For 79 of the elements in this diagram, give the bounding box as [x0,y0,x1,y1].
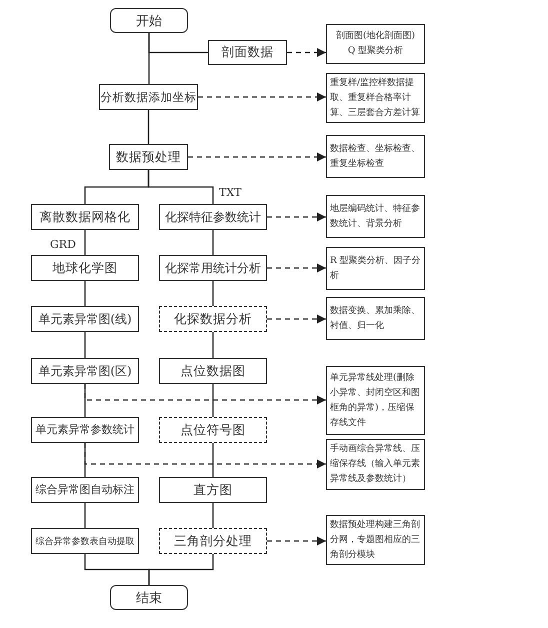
note-text: 地层编码统计、特征参数统计、背景分析 [330,202,421,230]
connector-line [148,110,150,144]
box-label: 剖面数据 [222,44,274,61]
box-label: 综合异常参数表自动提取 [36,534,134,548]
note-text: 数据检查、坐标检查、重复坐标检查 [330,142,421,170]
process-box [109,144,188,170]
connector-line [84,503,86,528]
box-label: 三角剖分处理 [174,532,252,550]
process-box [159,477,267,503]
process-box [31,417,139,443]
box-label: 综合异常图自动标注 [36,483,134,497]
box-label: 结束 [136,590,162,606]
process-box [31,477,139,503]
arrow [267,212,326,222]
data-format-label: GRD [50,238,76,251]
box-label: 数据预处理 [116,148,181,166]
data-format-label: TXT [219,186,242,199]
box-label: 化探数据分析 [174,310,252,328]
process-box [159,358,267,384]
process-box [31,306,139,332]
arrow [84,443,326,469]
connector-line [148,170,214,204]
arrow [267,314,326,324]
note-text: 数据变换、累加乘除、衬值、归一化 [330,304,421,332]
note-box [326,247,425,290]
note-box [326,195,425,238]
note-text: 重复样/监控样数据提取、重复样合格率计算、三层套合方差计算 [330,76,421,120]
box-label: 单元素异常图(线) [38,310,132,328]
note-box [326,135,425,178]
connector-line [84,230,86,255]
connector-line [212,384,214,417]
box-label: 单元素异常参数统计 [36,423,134,437]
box-label: 离散数据网格化 [40,208,130,226]
box-label: 化探常用统计分析 [165,260,261,276]
arrow [188,152,326,162]
process-box [159,255,267,281]
connector-line [148,33,150,84]
note-text: 剖面图(地化剖面图) [334,30,416,43]
box-label: 单元素异常图(区) [38,362,132,380]
connector-line [84,332,86,358]
connector-line [212,281,214,306]
arrow [267,536,326,546]
box-label: 直方图 [194,482,232,498]
process-box [31,358,139,384]
arrow [267,263,326,273]
connector-line [148,554,214,585]
optional-process-box [159,528,267,554]
note-text: 数据预处理构建三角剖分网，专题图相应的三角剖分模块 [330,518,421,562]
connector-line [84,281,86,306]
note-text: R 型聚类分析、因子分析 [330,254,421,282]
note-text: 单元异常线处理(删除小异常、封闭空区和图框角的异常)，压缩保存线文件 [330,372,421,430]
note-box [326,366,425,435]
terminal-box [110,8,188,33]
process-box [31,204,139,230]
box-label: 点位数据图 [180,362,246,380]
connector-line [212,443,214,477]
box-label: 化探特征参数统计 [165,208,261,226]
arrow [287,48,326,58]
optional-process-box [159,417,267,443]
process-box [31,255,139,281]
arrow [198,92,326,102]
note-box [326,297,425,340]
optional-process-box [159,306,267,332]
box-label: 开始 [136,12,162,30]
note-box [326,24,425,64]
note-text: 手动画综合异常线、压缩保存线（输入单元素异常线及参数统计） [330,442,421,486]
connector-line [212,230,214,255]
box-label: 点位符号图 [180,422,246,438]
connector-line [212,503,214,528]
terminal-box [110,585,188,610]
process-box [31,528,139,554]
process-box [99,84,198,110]
arrow [84,384,326,405]
connector-line [212,332,214,358]
process-box [159,204,267,230]
process-box [208,40,287,65]
box-label: 分析数据添加坐标 [100,90,196,104]
box-label: 地球化学图 [52,260,118,276]
note-text: Q 型聚类分析 [346,44,404,58]
